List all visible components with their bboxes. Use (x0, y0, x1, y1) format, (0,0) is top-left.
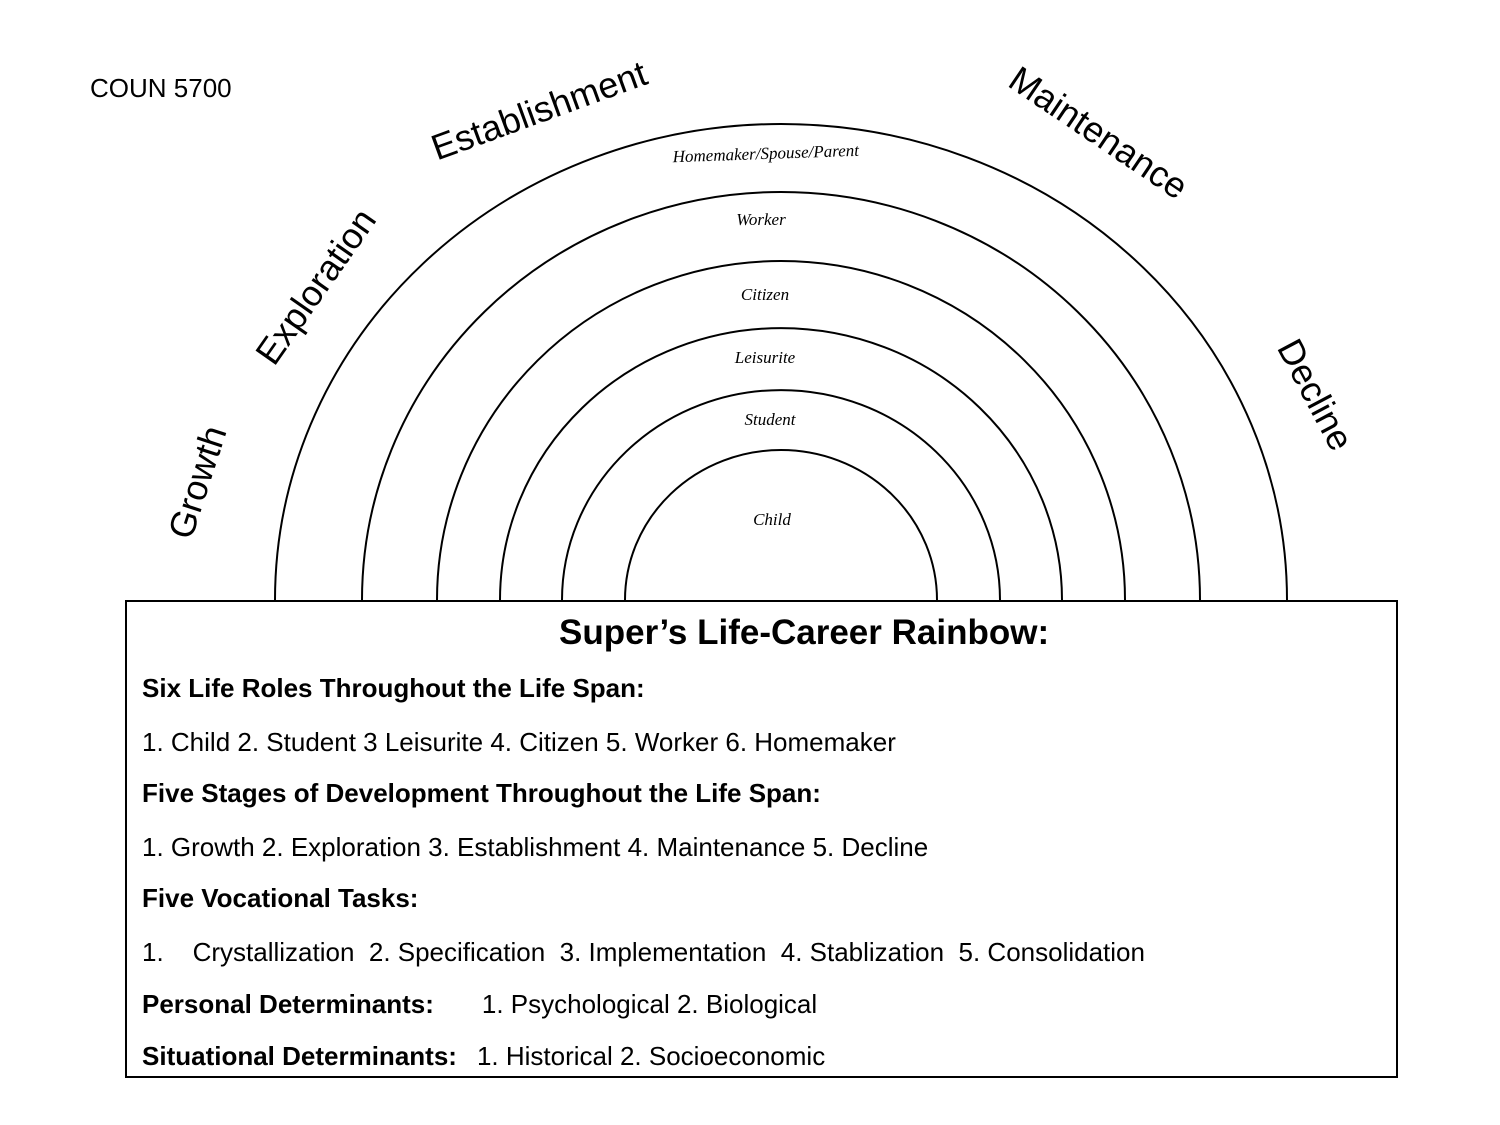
info-title: Super’s Life-Career Rainbow: (559, 613, 1050, 652)
role-label-citizen: Citizen (741, 285, 789, 304)
arc-worker (361, 191, 1201, 601)
stages-list: 1. Growth 2. Exploration 3. Establishmen… (142, 832, 929, 862)
roles-list: 1. Child 2. Student 3 Leisurite 4. Citiz… (142, 727, 896, 757)
arc-child (624, 449, 938, 601)
arc-homemaker (274, 123, 1288, 601)
tasks-heading: Five Vocational Tasks: (142, 883, 419, 913)
role-label-homemaker: Homemaker/Spouse/Parent (671, 141, 860, 167)
stage-label-decline: Decline (1269, 332, 1362, 457)
course-code: COUN 5700 (90, 73, 232, 103)
personal-determinants-list: 1. Psychological 2. Biological (481, 989, 818, 1019)
roles-heading: Six Life Roles Throughout the Life Span: (142, 673, 645, 703)
stage-label-maintenance: Maintenance (1002, 58, 1196, 207)
role-label-worker: Worker (736, 210, 786, 229)
stages-heading: Five Stages of Development Throughout th… (142, 778, 821, 808)
arc-citizen (436, 260, 1126, 601)
stage-label-establishment: Establishment (426, 52, 652, 168)
personal-determinants-heading: Personal Determinants: (142, 989, 434, 1019)
role-label-leisurite: Leisurite (734, 348, 796, 367)
role-label-child: Child (753, 510, 791, 529)
situational-determinants-heading: Situational Determinants: (142, 1041, 457, 1071)
info-box: Super’s Life-Career Rainbow: Six Life Ro… (125, 600, 1398, 1078)
role-labels: Homemaker/Spouse/Parent Worker Citizen L… (671, 141, 860, 529)
situational-determinants-row: Situational Determinants: 1. Historical 2… (142, 1040, 825, 1072)
arc-leisurite (499, 327, 1063, 601)
stage-label-exploration: Exploration (247, 201, 384, 372)
stage-label-growth: Growth (160, 421, 235, 544)
tasks-list: 1. Crystallization 2. Specification 3. I… (142, 937, 1145, 967)
rainbow-arcs (274, 123, 1288, 601)
arc-student (561, 389, 1001, 601)
situational-determinants-list: 1. Historical 2. Socioeconomic (476, 1041, 826, 1071)
personal-determinants-row: Personal Determinants: 1. Psychological 2… (142, 988, 817, 1020)
role-label-student: Student (745, 410, 797, 429)
